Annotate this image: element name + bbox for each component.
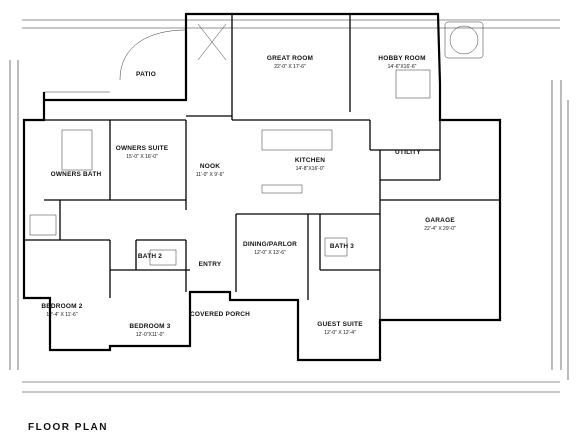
room-name-owners-bath: OWNERS BATH bbox=[51, 171, 102, 178]
room-name-bedroom-3: BEDROOM 3 bbox=[129, 323, 170, 330]
room-dim-dining-parlor: 12'-0" X 13'-6" bbox=[254, 250, 286, 256]
room-dim-owners-suite: 15'-0" X 16'-0" bbox=[126, 154, 158, 160]
room-name-owners-suite: OWNERS SUITE bbox=[116, 145, 169, 152]
detail-lines bbox=[29, 21, 484, 266]
exterior-walls bbox=[22, 12, 502, 362]
room-name-entry: ENTRY bbox=[199, 261, 222, 268]
room-dim-hobby-room: 14'-6"X16'-6" bbox=[388, 64, 417, 70]
room-dim-bedroom-3: 12'-0"X11'-0" bbox=[136, 332, 165, 338]
room-name-dining-parlor: DINING/PARLOR bbox=[243, 241, 297, 248]
room-name-utility: UTILITY bbox=[395, 149, 421, 156]
room-name-great-room: GREAT ROOM bbox=[267, 55, 313, 62]
room-name-garage: GARAGE bbox=[425, 217, 455, 224]
room-dim-garage: 22'-4" X 29'-0" bbox=[424, 226, 456, 232]
room-name-covered-porch: COVERED PORCH bbox=[190, 311, 250, 318]
room-name-bath-3: BATH 3 bbox=[330, 243, 354, 250]
room-name-patio: PATIO bbox=[136, 71, 156, 78]
interior-walls bbox=[24, 14, 500, 320]
room-labels: PATIO GREAT ROOM 22'-0" X 17'-6" HOBBY R… bbox=[28, 55, 456, 432]
room-name-guest-suite: GUEST SUITE bbox=[317, 321, 363, 328]
room-name-kitchen: KITCHEN bbox=[295, 157, 325, 164]
room-dim-bedroom-2: 12'-4" X 11'-6" bbox=[46, 312, 77, 318]
room-name-nook: NOOK bbox=[200, 163, 220, 170]
room-dim-nook: 11'-0" X 9'-6" bbox=[196, 172, 225, 178]
room-dim-great-room: 22'-0" X 17'-6" bbox=[274, 64, 306, 70]
plan-title: FLOOR PLAN bbox=[28, 422, 108, 432]
room-name-hobby-room: HOBBY ROOM bbox=[378, 55, 425, 62]
room-name-bath-2: BATH 2 bbox=[138, 253, 162, 260]
room-dim-guest-suite: 12'-0" X 12'-4" bbox=[324, 330, 356, 336]
room-dim-kitchen: 14'-8"X16'-0" bbox=[296, 166, 325, 172]
room-name-bedroom-2: BEDROOM 2 bbox=[41, 303, 82, 310]
dimension-lines bbox=[9, 19, 569, 393]
